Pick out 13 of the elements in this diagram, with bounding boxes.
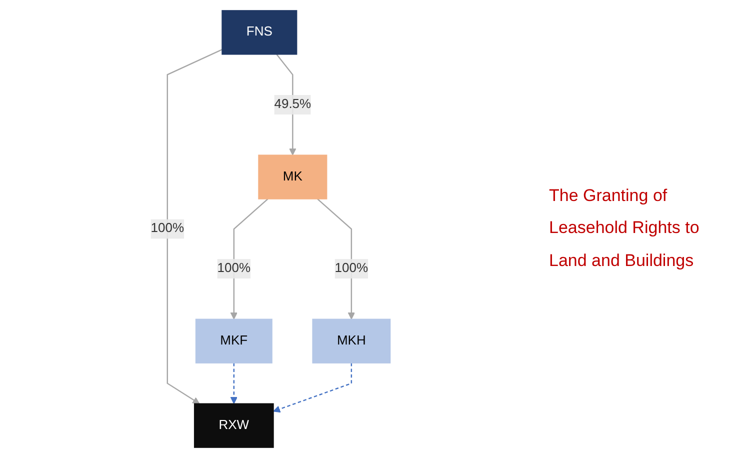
node-box: MKF (195, 318, 272, 363)
node-box: RXW (194, 402, 274, 448)
edge-label: 49.5% (274, 96, 312, 111)
node-box: MKH (312, 318, 391, 363)
arrow (166, 48, 222, 404)
note-text: The Granting of Leasehold Rights to Land and Buildings (549, 185, 700, 272)
arrow (230, 362, 238, 404)
arrow (273, 362, 352, 412)
edge-label: 100% (334, 260, 368, 275)
edge-label: 100% (150, 221, 184, 235)
node-box: FNS (222, 10, 298, 54)
node-box: MK (258, 154, 328, 199)
edge-label: 100% (217, 260, 251, 275)
